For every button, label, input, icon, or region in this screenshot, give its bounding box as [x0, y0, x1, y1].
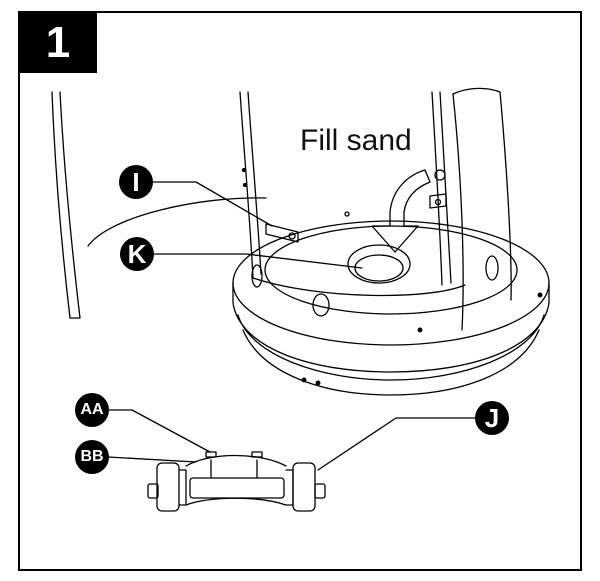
callout-label-j: J: [484, 402, 500, 433]
shell-panel-back: [239, 91, 466, 297]
shell-panel-left: [51, 91, 81, 319]
callout-label-bb: BB: [80, 448, 104, 465]
leader-line-extra: [87, 197, 267, 247]
callout-circle-i: [119, 165, 153, 199]
fill-arrow: [371, 169, 431, 253]
step-number-box: [19, 12, 97, 73]
callout-label-i: I: [132, 166, 140, 197]
leader-line-i: [151, 181, 273, 227]
callout-circle-bb: [75, 440, 109, 474]
leader-line-bb: [107, 456, 197, 463]
diagram-border: [18, 11, 582, 571]
fill-sand-caption: Fill sand: [300, 124, 412, 157]
wheel-assembly: [147, 451, 326, 512]
step-number: 1: [45, 17, 71, 67]
sand-hole-k: [347, 244, 411, 284]
leader-line-j: [317, 417, 477, 471]
heater-base: [232, 220, 550, 396]
callout-label-aa: AA: [80, 401, 104, 418]
leader-line-aa: [107, 409, 211, 453]
callout-circle-j: [475, 401, 509, 435]
callout-label-k: K: [127, 238, 147, 269]
leader-line-k: [153, 253, 363, 269]
shell-panel-front: [251, 87, 512, 331]
callout-circle-aa: [75, 393, 109, 427]
callout-circle-k: [120, 237, 154, 271]
